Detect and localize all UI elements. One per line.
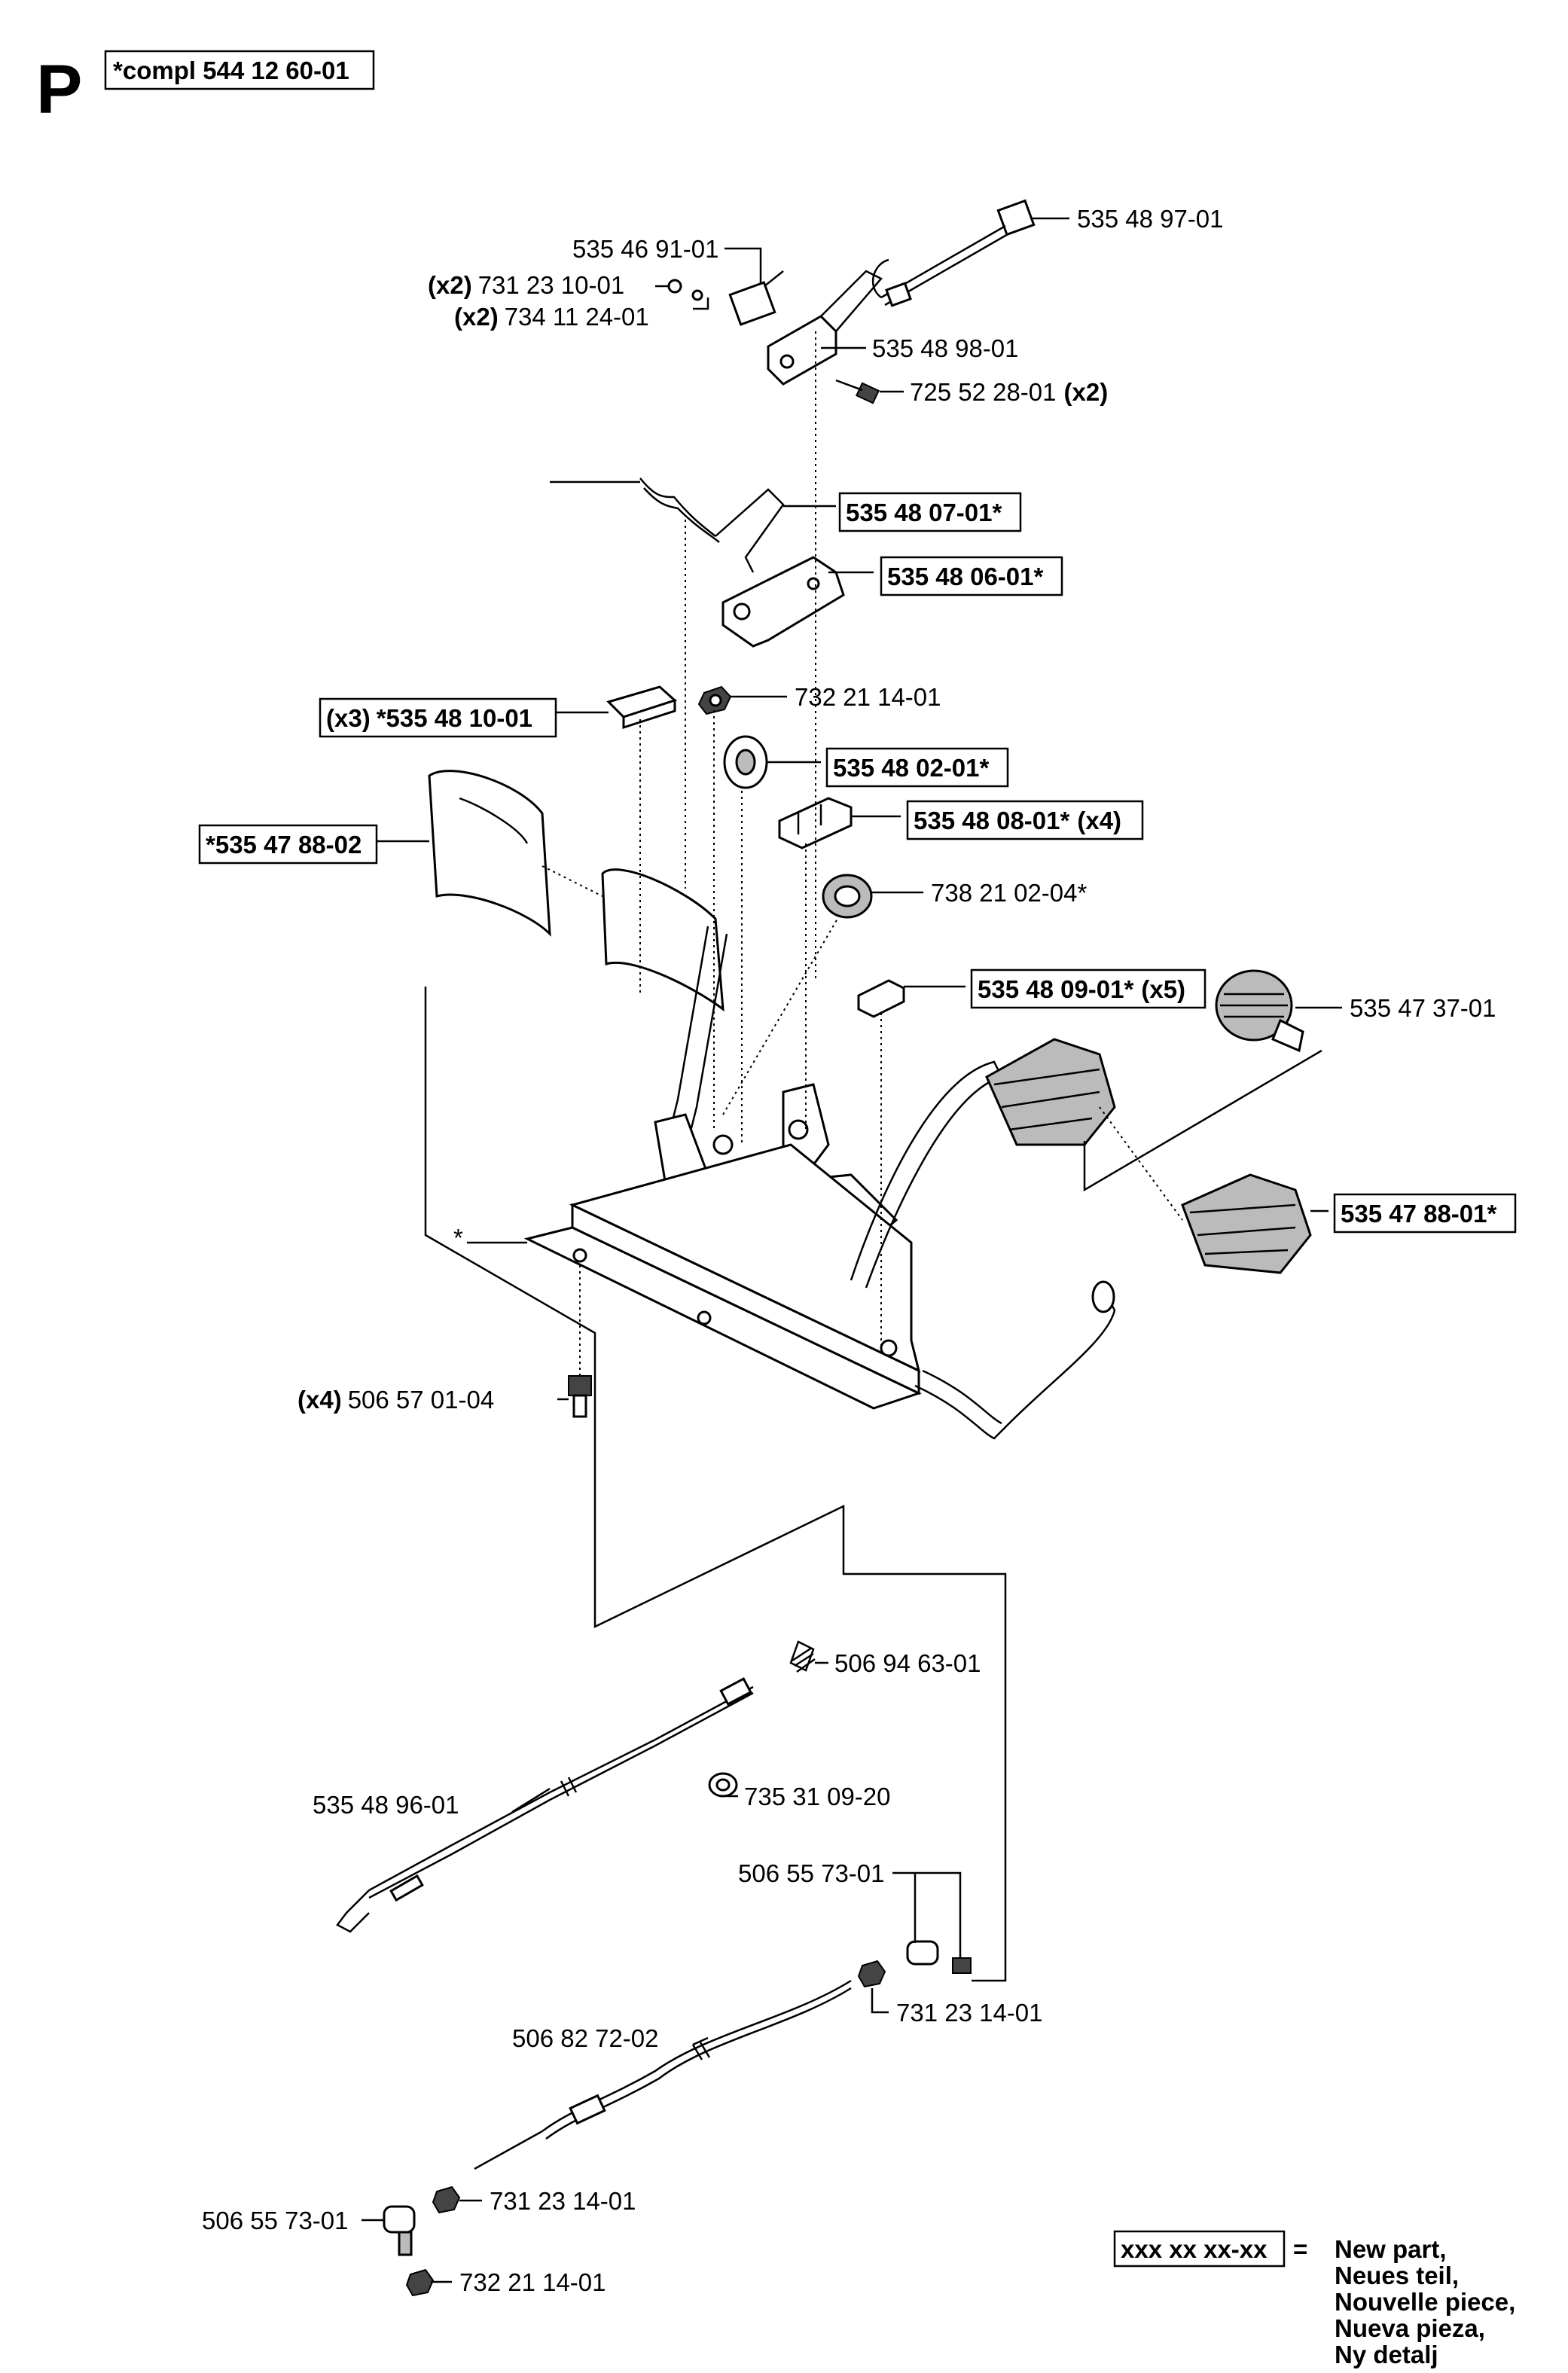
- callout-c07: 535 48 07-01*: [846, 499, 1002, 526]
- bracket-clip-part: [857, 979, 905, 1018]
- nut-part: [697, 685, 732, 715]
- legend-line-3: Nouvelle piece,: [1335, 2288, 1515, 2316]
- callout-c24: 731 23 14-01: [896, 1999, 1043, 2027]
- bolt-part: [568, 1375, 592, 1418]
- callout-c18: *: [453, 1224, 463, 1252]
- callout-c13: 535 48 08-01*(x4): [914, 807, 1121, 834]
- callout-c19: (x4)506 57 01-04: [297, 1386, 494, 1414]
- legend: xxx xx xx-xx = New part, Neues teil, Nou…: [1113, 2230, 1515, 2368]
- callout-box-c08: [880, 556, 1063, 596]
- section-letter: P: [36, 51, 82, 128]
- legend-sample-box: [1113, 2230, 1286, 2268]
- callout-c04: (x2)734 11 24-01: [454, 303, 649, 331]
- pedal-pad-front-part: [985, 1038, 1116, 1146]
- ball-joint-right-part: [857, 1940, 972, 1988]
- callout-c25: 506 82 72-02: [512, 2024, 659, 2052]
- pedal-sleeve-mid-part: [601, 868, 725, 1012]
- callout-c09: (x3)*535 48 10-01: [326, 704, 532, 732]
- callout-box-c13: [906, 800, 1144, 840]
- bushing-part: [723, 735, 768, 789]
- callout-c22: 735 31 09-20: [744, 1783, 891, 1810]
- assembly-ref-box: [104, 50, 375, 90]
- callout-c21: 535 48 96-01: [313, 1791, 459, 1819]
- callout-c01: 535 48 97-01: [1077, 205, 1224, 233]
- callout-c03: (x2)731 23 10-01: [428, 271, 624, 299]
- callout-c10: 732 21 14-01: [795, 683, 941, 711]
- callout-box-c12: [198, 824, 378, 865]
- callout-c15: 535 48 09-01*(x5): [978, 975, 1185, 1003]
- assembly-ref: *compl 544 12 60-01: [113, 56, 349, 84]
- callout-box-c09: [319, 697, 557, 738]
- callout-c11: 535 48 02-01*: [833, 754, 990, 782]
- callout-box-c15: [970, 968, 1207, 1009]
- part-illustrations: [336, 199, 1312, 2297]
- extension-spring-part: [789, 1640, 816, 1673]
- wire-harness-part: [872, 199, 1036, 307]
- switch-bracket-part: [767, 270, 883, 386]
- callout-c12: *535 47 88-02: [206, 831, 361, 859]
- legend-sample: xxx xx xx-xx: [1121, 2235, 1268, 2263]
- callout-c06: 725 52 28-01(x2): [910, 378, 1108, 406]
- callout-c16: 535 47 37-01: [1350, 994, 1496, 1022]
- base-plate-part: [523, 1143, 922, 1410]
- legend-line-5: Ny detalj: [1335, 2341, 1438, 2368]
- callout-labels: 535 48 97-01 535 46 91-01 (x2)731 23 10-…: [198, 205, 1517, 2296]
- brake-cable-part: [474, 1979, 852, 2170]
- callout-c26: 731 23 14-01: [490, 2187, 636, 2215]
- callout-box-c07: [838, 492, 1022, 532]
- bearing-part: [822, 874, 873, 919]
- callout-c28: 732 21 14-01: [459, 2268, 606, 2296]
- callout-box-c11: [825, 747, 1009, 788]
- callout-c17: 535 47 88-01*: [1341, 1200, 1497, 1228]
- legend-line-1: New part,: [1335, 2235, 1447, 2263]
- callout-box-c17: [1333, 1193, 1517, 1234]
- leader-lines: [361, 217, 1342, 2283]
- pedal-rod-part: [850, 1060, 1116, 1440]
- spacer-block-part: [606, 685, 677, 730]
- spring-wire-part: [550, 477, 785, 573]
- callout-c20: 506 94 63-01: [834, 1649, 981, 1677]
- callout-c23: 506 55 73-01: [738, 1859, 885, 1887]
- screw-part: [835, 379, 880, 404]
- legend-line-4: Nueva pieza,: [1335, 2314, 1485, 2342]
- pedal-knob-part: [1215, 969, 1304, 1053]
- legend-line-2: Neues teil,: [1335, 2262, 1459, 2289]
- ball-joint-left-part: [383, 2185, 461, 2297]
- e-clip-part: [708, 1772, 738, 1798]
- micro-switch-part: [667, 270, 784, 326]
- legend-equals: =: [1293, 2235, 1307, 2263]
- throttle-cable-part: [336, 1677, 754, 1933]
- callout-c14: 738 21 02-04*: [931, 879, 1088, 907]
- pedal-pad-rear-part: [1181, 1173, 1312, 1274]
- clip-part: [778, 797, 853, 849]
- pedal-sleeve-left-part: [428, 770, 551, 937]
- callout-c08: 535 48 06-01*: [887, 563, 1044, 590]
- callout-c05: 535 48 98-01: [872, 334, 1019, 362]
- plate-part: [721, 556, 845, 648]
- callout-c02: 535 46 91-01: [572, 235, 719, 263]
- callout-c27: 506 55 73-01: [202, 2207, 349, 2234]
